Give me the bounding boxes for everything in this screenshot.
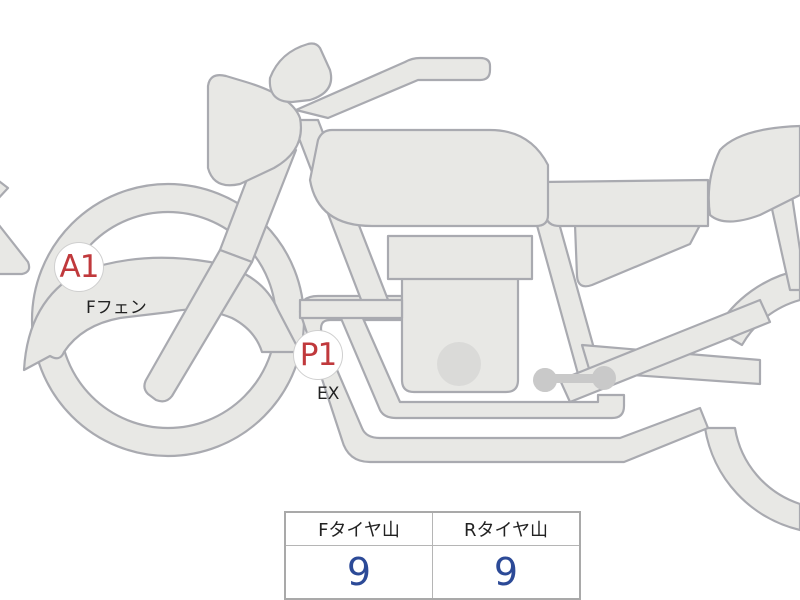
engine-head xyxy=(386,234,534,281)
value-rear-tire-tread: 9 xyxy=(432,545,581,600)
front-fork-lower xyxy=(143,248,254,403)
left-edge-part xyxy=(0,180,10,199)
fuel-tank xyxy=(308,128,550,228)
header-front-tire-tread: Fタイヤ山 xyxy=(284,511,433,546)
engine-mount-tube xyxy=(298,298,404,320)
left-edge-part-lower xyxy=(0,224,31,276)
engine-cover xyxy=(437,342,481,386)
marker-p1[interactable]: P1 xyxy=(293,330,343,380)
marker-p1-code: P1 xyxy=(299,336,337,373)
engine-block xyxy=(400,276,520,394)
handlebar xyxy=(294,56,492,120)
seat xyxy=(540,178,710,228)
side-cover xyxy=(573,223,702,288)
table-header-row: Fタイヤ山 Rタイヤ山 xyxy=(284,511,581,546)
marker-a1-code: A1 xyxy=(59,248,100,285)
tire-tread-table: Fタイヤ山 Rタイヤ山 9 9 xyxy=(284,511,581,600)
speedometer xyxy=(268,42,333,104)
rear-wheel-lower xyxy=(703,426,800,532)
headlight xyxy=(206,74,302,187)
header-rear-tire-tread: Rタイヤ山 xyxy=(432,511,581,546)
marker-a1-label: Fフェン xyxy=(86,298,147,318)
table-row: 9 9 xyxy=(284,545,581,600)
value-front-tire-tread: 9 xyxy=(284,545,433,600)
marker-p1-label: EX xyxy=(317,384,340,404)
footpeg-bar xyxy=(545,374,605,383)
exhaust-pipe-upper xyxy=(338,314,626,420)
rear-fender xyxy=(707,124,800,223)
marker-a1[interactable]: A1 xyxy=(54,242,104,292)
